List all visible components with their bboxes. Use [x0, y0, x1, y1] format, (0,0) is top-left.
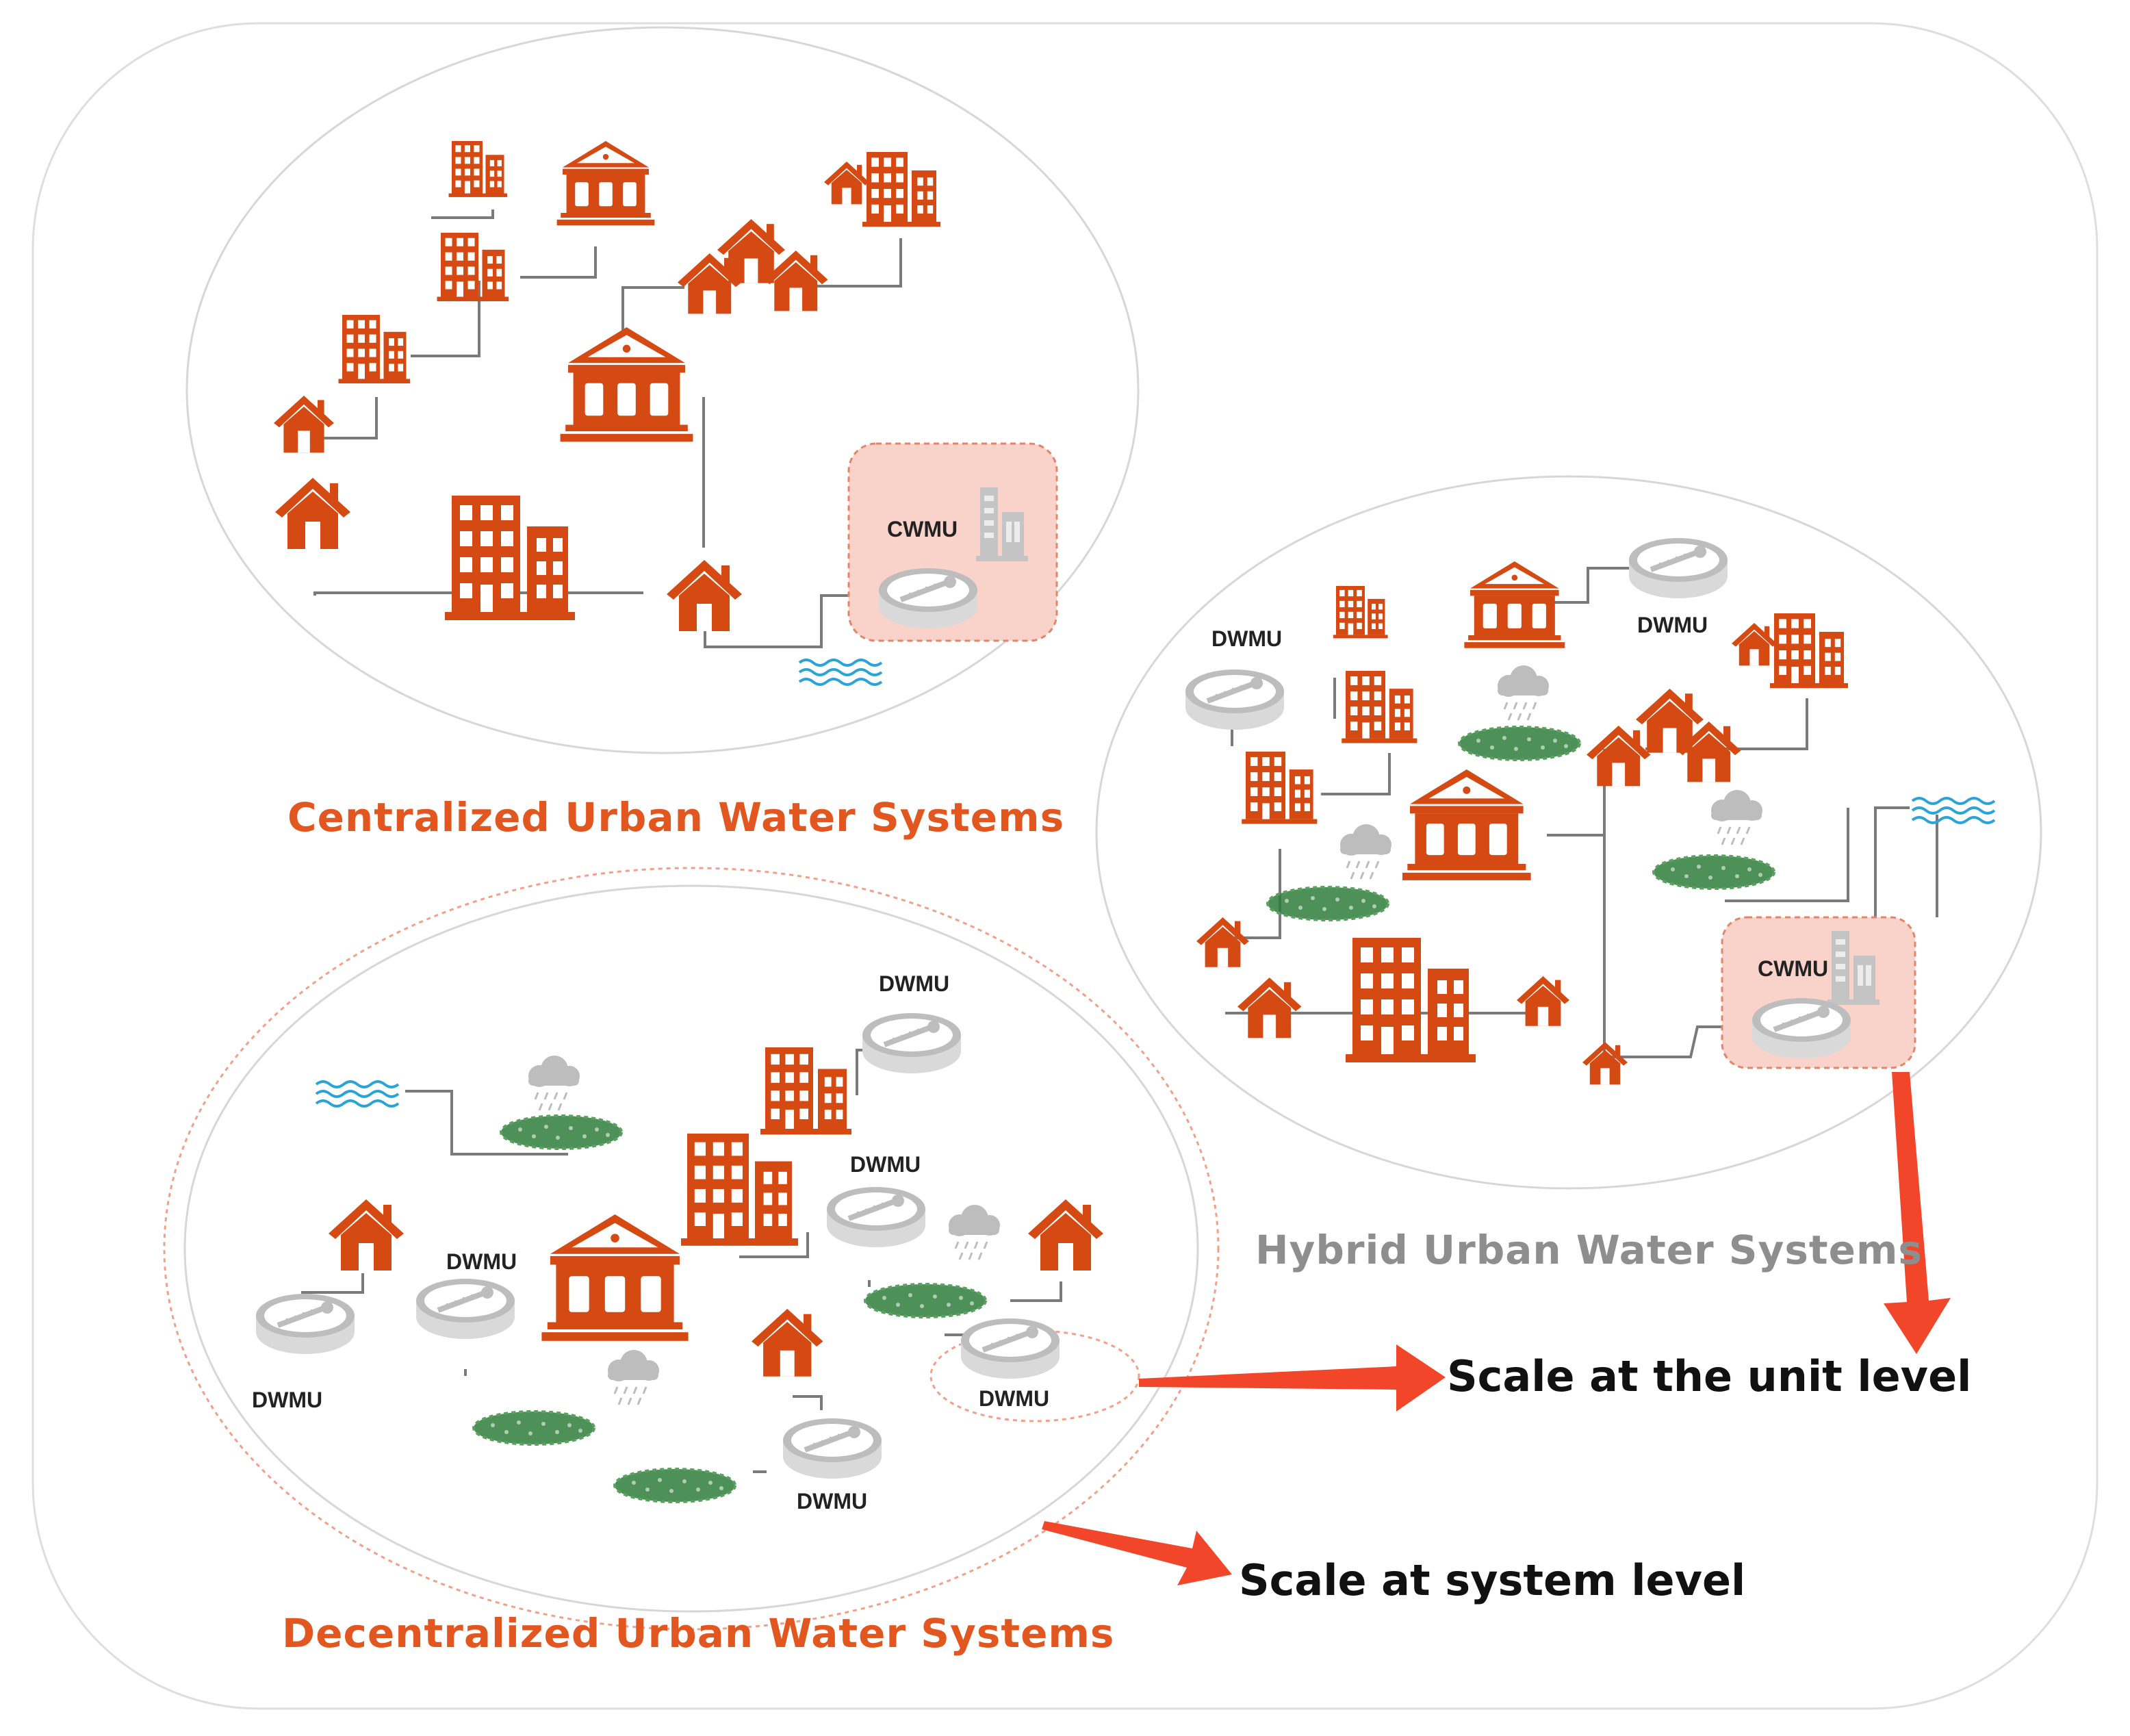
green-area-icon [1652, 854, 1775, 890]
green-area-icon [1458, 726, 1581, 761]
rain-cloud-icon [527, 1054, 581, 1112]
treatment-tank-icon [783, 1418, 882, 1479]
centralized-title: Centralized Urban Water Systems [287, 794, 1065, 841]
dwmu-label: DWMU [446, 1249, 517, 1274]
green-area-icon [1266, 886, 1389, 921]
apartment-house-combo-icon [824, 152, 940, 227]
civic-building-icon [1464, 561, 1565, 648]
unit-level-annotation: Scale at the unit level [1447, 1351, 1972, 1401]
house-icon [1028, 1199, 1103, 1271]
dwmu-label: DWMU [879, 971, 949, 996]
civic-building-icon [560, 327, 693, 442]
decentralized-outer-boundary [163, 867, 1220, 1631]
house-icon [329, 1199, 404, 1271]
house-icon [274, 396, 334, 453]
treatment-tank-icon [1629, 538, 1728, 598]
apartment-building-icon [1342, 671, 1417, 743]
dwmu-label: DWMU [850, 1152, 921, 1177]
house-icon [752, 1309, 823, 1377]
rain-cloud-icon [947, 1203, 1001, 1261]
rain-cloud-icon [606, 1349, 660, 1406]
hybrid-boundary [1095, 475, 2042, 1190]
dwmu-label: DWMU [252, 1388, 322, 1412]
treatment-tank-icon [416, 1279, 515, 1339]
green-area-icon [613, 1468, 736, 1503]
dwmu-label: DWMU [1211, 626, 1282, 651]
civic-building-icon [541, 1214, 689, 1341]
treatment-tank-icon [879, 568, 977, 628]
house-icon [1237, 978, 1302, 1038]
cwmu-label-centralized: CWMU [887, 517, 958, 541]
water-waves-icon [1911, 797, 1996, 824]
green-area-icon [500, 1114, 623, 1150]
dwmu-label: DWMU [979, 1386, 1049, 1411]
house-icon [1517, 976, 1569, 1026]
treatment-tank-icon [1752, 998, 1851, 1058]
house-icon [275, 478, 350, 549]
house-icon [1196, 917, 1249, 967]
decentralized-boundary [183, 884, 1199, 1613]
apartment-building-icon [445, 496, 575, 620]
treatment-tank-icon [1185, 669, 1284, 730]
green-area-icon [864, 1283, 987, 1318]
arrow-icon [1139, 1344, 1446, 1412]
centralized-boundary [185, 26, 1140, 754]
decentralized-pipes [301, 1049, 1062, 1473]
house-cluster-icon [1587, 689, 1741, 787]
treatment-tank-icon [862, 1013, 961, 1073]
treatment-tank-icon [827, 1187, 925, 1247]
treatment-tank-icon [256, 1294, 355, 1354]
rain-cloud-icon [1496, 664, 1550, 722]
apartment-building-icon [338, 315, 410, 384]
house-icon [667, 560, 742, 631]
outer-frame [31, 22, 2099, 1710]
apartment-building-icon [1333, 586, 1388, 639]
apartment-building-icon [1242, 752, 1318, 824]
apartment-building-icon [437, 233, 509, 302]
apartment-building-icon [681, 1134, 798, 1246]
dwmu-label: DWMU [1637, 613, 1708, 637]
apartment-building-icon [1346, 938, 1476, 1062]
civic-building-icon [556, 141, 655, 226]
apartment-building-icon [760, 1047, 851, 1135]
water-waves-icon [798, 659, 883, 686]
apartment-house-combo-icon [1732, 613, 1848, 689]
house-cluster-icon [678, 219, 828, 314]
green-area-icon [472, 1410, 595, 1446]
decentralized-title: Decentralized Urban Water Systems [282, 1610, 1115, 1657]
dwmu-label: DWMU [797, 1489, 867, 1514]
water-waves-icon [315, 1080, 400, 1108]
rain-cloud-icon [1710, 789, 1764, 846]
arrow-icon [1884, 1072, 1951, 1354]
apartment-building-icon [448, 141, 507, 197]
civic-building-icon [1402, 769, 1531, 880]
hybrid-title: Hybrid Urban Water Systems [1255, 1227, 1923, 1273]
treatment-tank-icon [961, 1318, 1060, 1379]
house-icon [1582, 1042, 1628, 1085]
arrow-icon [1042, 1521, 1232, 1585]
cwmu-label-hybrid: CWMU [1758, 956, 1828, 981]
rain-cloud-icon [1339, 823, 1393, 880]
system-level-annotation: Scale at system level [1239, 1555, 1746, 1605]
